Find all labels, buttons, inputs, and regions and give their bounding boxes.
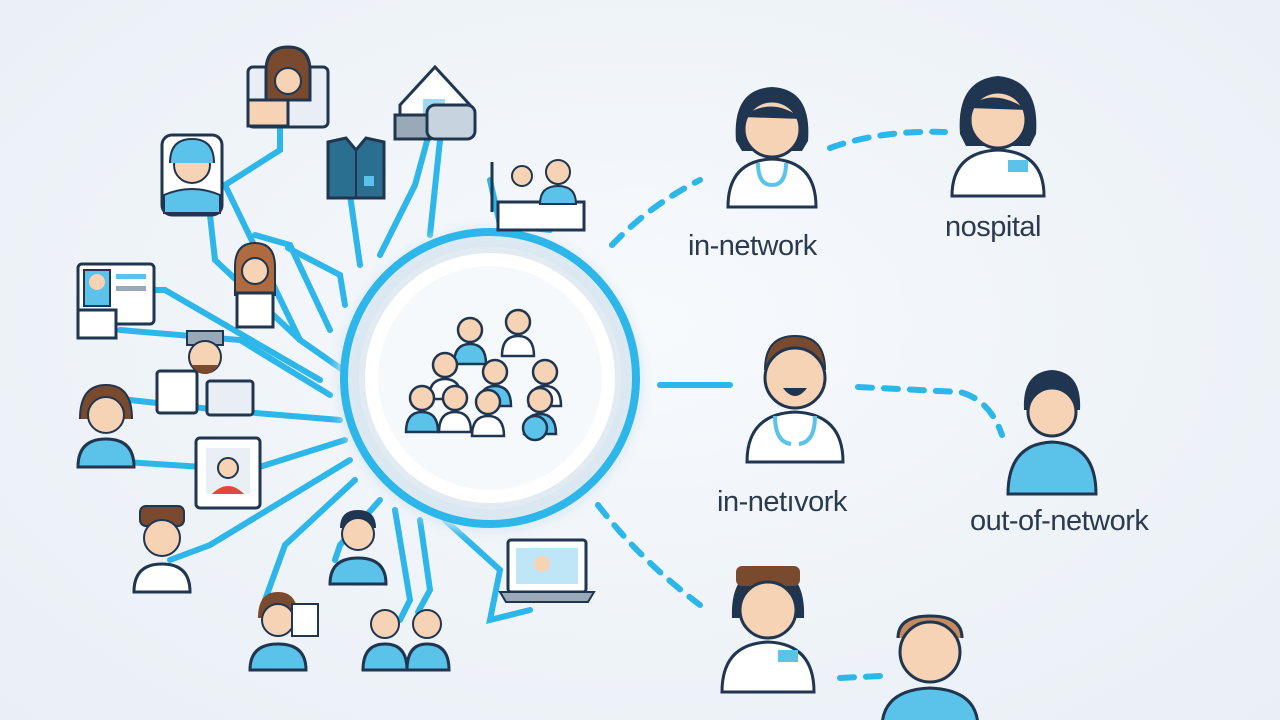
doctor-male-icon: [155, 330, 255, 417]
doctor-male-smiling-icon: [745, 334, 845, 464]
tablet-icon: [194, 436, 262, 510]
doctor-at-desk-icon: [490, 159, 586, 232]
doctor-female-icon: [132, 505, 192, 594]
doctor-male-icon: [881, 614, 979, 720]
patient-male-icon: [1006, 370, 1098, 496]
doctor-pair-icon: [361, 609, 451, 672]
doctor-male-icon: [76, 383, 136, 469]
doctor-coat-icon: [326, 136, 386, 200]
clinic-building-icon: [393, 64, 477, 141]
doctor-female-icon: [234, 241, 276, 329]
doctor-male-icon: [248, 592, 319, 672]
group-of-doctors-icon: [404, 308, 563, 442]
doctor-female-icon: [246, 45, 330, 129]
label-in-network-middle: in-netıvork: [717, 486, 847, 518]
laptop-icon: [498, 538, 596, 603]
label-in-network-top: in-network: [688, 230, 817, 262]
doctor-male-icon: [328, 510, 388, 586]
doctor-female-icon: [726, 87, 818, 209]
right-network-lines: [595, 128, 1005, 681]
doctor-female-icon: [950, 76, 1046, 198]
label-out-of-network: out-of-network: [970, 505, 1149, 537]
doctor-female-icon: [160, 133, 224, 217]
doctor-female-icon: [720, 566, 816, 694]
label-hospital: nospital: [945, 211, 1041, 243]
id-card-icon: [76, 262, 156, 340]
